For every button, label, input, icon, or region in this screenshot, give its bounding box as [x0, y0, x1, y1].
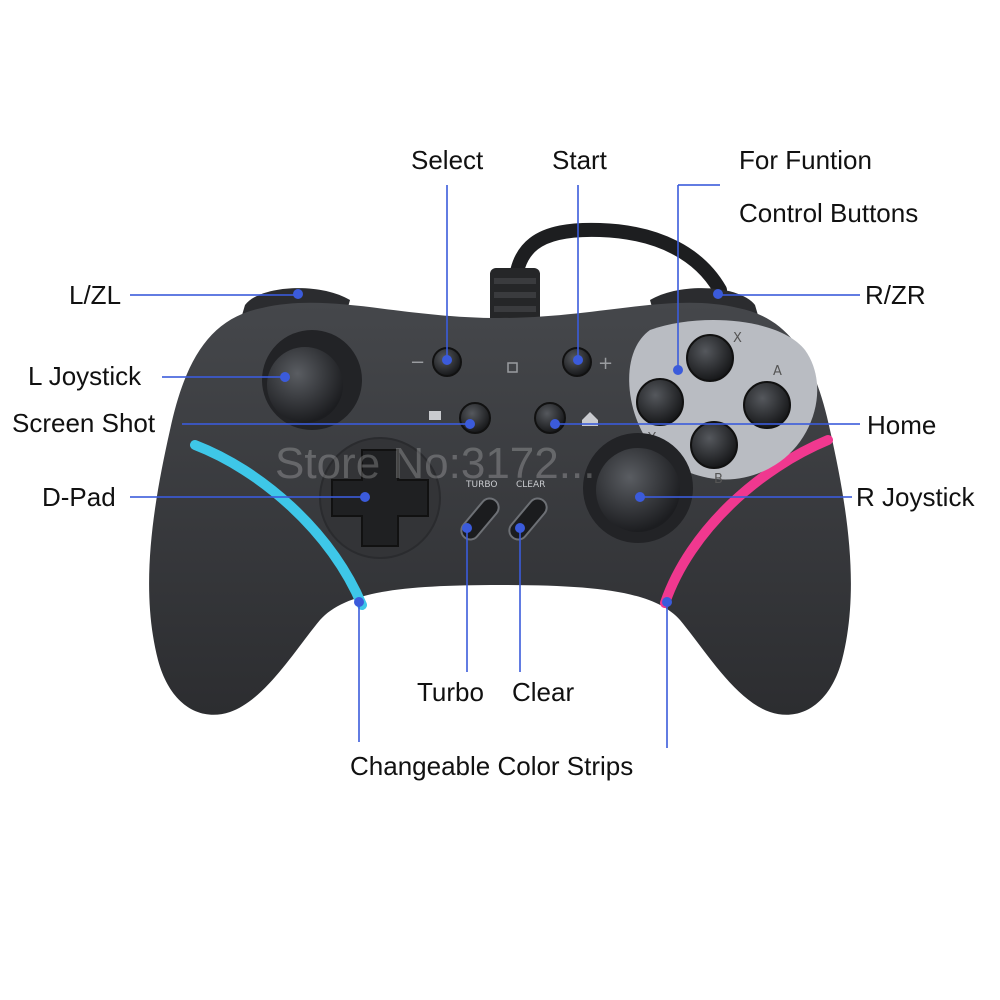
right-joystick[interactable] — [583, 433, 693, 543]
face-button-panel — [629, 319, 818, 480]
callout-lines — [130, 184, 860, 748]
turbo-mark: TURBO — [465, 480, 497, 490]
a-button[interactable] — [743, 381, 791, 429]
indicator-light — [507, 362, 518, 373]
label-clear: Clear — [512, 677, 575, 707]
label-function-buttons-line2: Control Buttons — [739, 198, 919, 228]
label-function-buttons-line1: For Funtion — [739, 145, 872, 175]
callout-dots — [280, 289, 723, 607]
label-lzl: L/ZL — [69, 280, 122, 310]
left-color-strip — [190, 440, 367, 610]
label-select: Select — [411, 145, 484, 175]
minus-mark: − — [410, 352, 425, 373]
label-start: Start — [552, 145, 607, 175]
left-joystick[interactable] — [262, 330, 362, 430]
x-button[interactable] — [686, 334, 734, 382]
label-home: Home — [867, 410, 937, 440]
d-pad[interactable] — [319, 437, 441, 559]
label-a-mark: A — [773, 364, 782, 379]
b-button[interactable] — [690, 421, 738, 469]
home-button[interactable] — [534, 402, 566, 434]
label-dpad: D-Pad — [42, 482, 116, 512]
right-color-strip — [660, 435, 833, 608]
house-icon — [582, 412, 598, 426]
label-color-strips: Changeable Color Strips — [350, 751, 634, 781]
label-rzr: R/ZR — [865, 280, 926, 310]
label-screen-shot: Screen Shot — [12, 408, 156, 438]
y-button[interactable] — [636, 378, 684, 426]
label-b-mark: B — [714, 472, 723, 487]
clear-mark: CLEAR — [516, 480, 545, 490]
camera-icon — [429, 411, 441, 420]
label-x-mark: X — [733, 331, 742, 346]
label-turbo: Turbo — [417, 677, 484, 707]
watermark: Store No:3172... — [275, 439, 595, 488]
cable — [490, 222, 727, 330]
screenshot-button[interactable] — [459, 402, 491, 434]
label-r-joystick: R Joystick — [856, 482, 975, 512]
plus-mark: + — [598, 353, 613, 374]
label-l-joystick: L Joystick — [28, 361, 142, 391]
